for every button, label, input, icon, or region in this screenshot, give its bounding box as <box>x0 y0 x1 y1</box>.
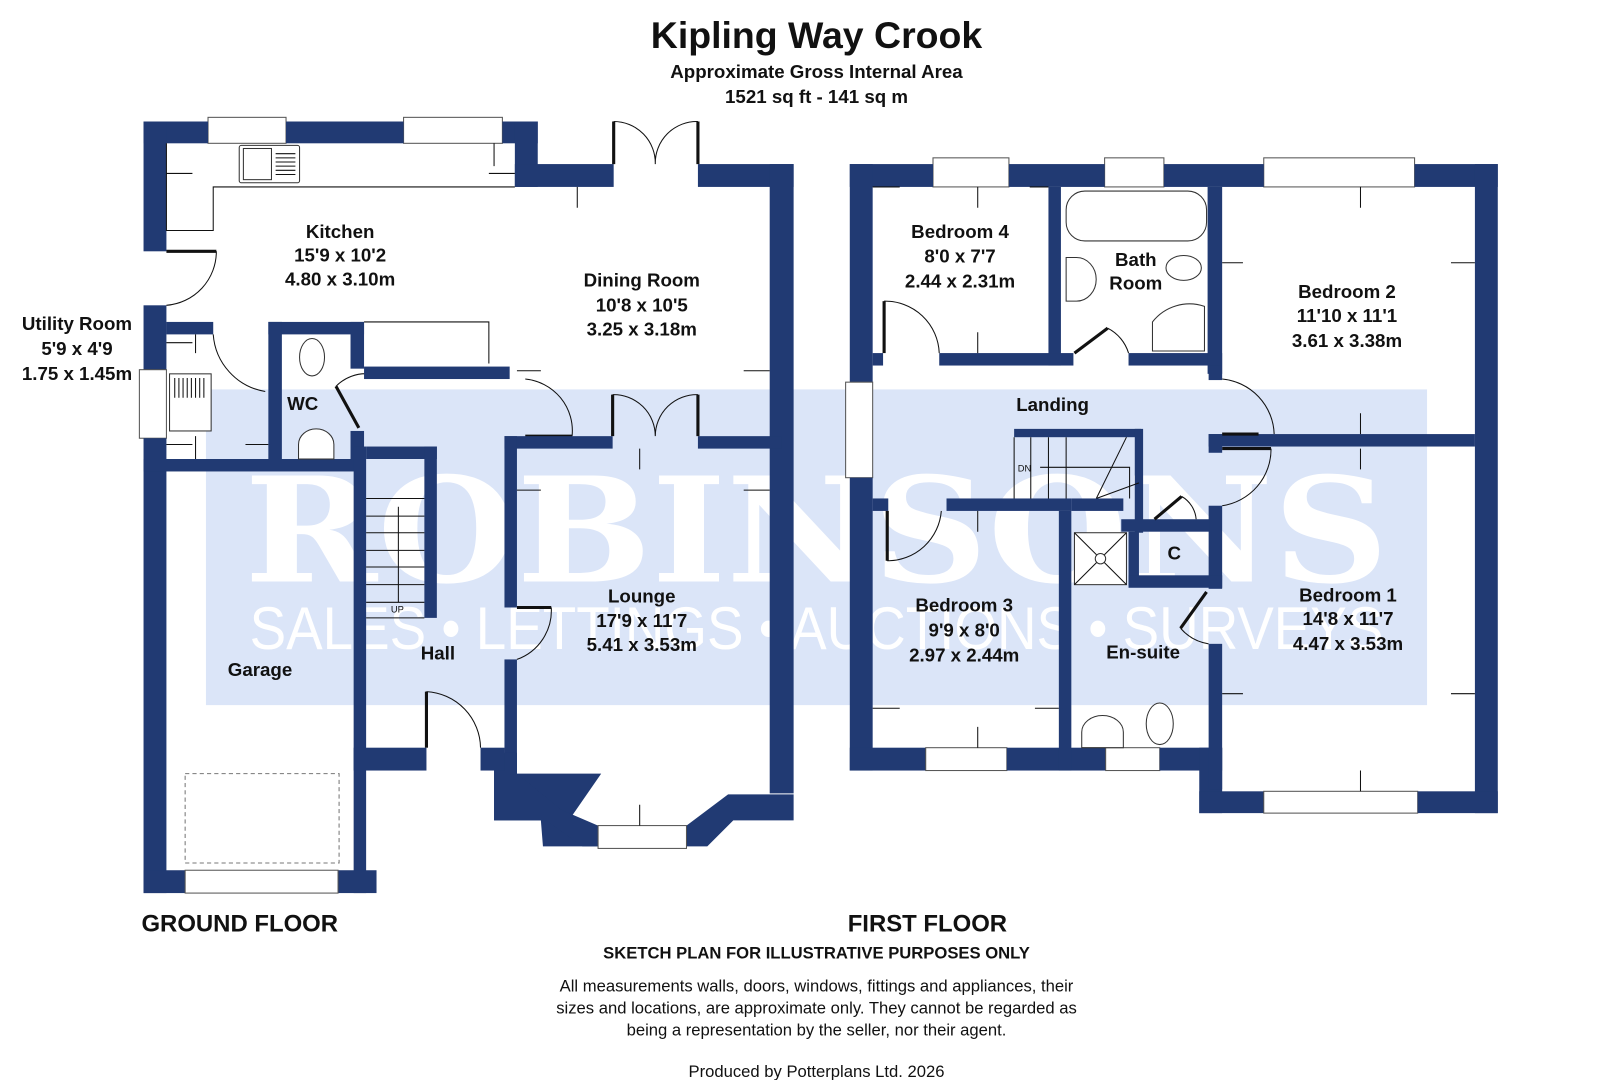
page-title: Kipling Way Crook <box>651 14 983 56</box>
page-subtitle: Approximate Gross Internal Area <box>670 61 963 82</box>
room-landing: Landing <box>1016 394 1089 415</box>
ground-floor-plan: UP <box>138 116 794 894</box>
window <box>1263 790 1419 814</box>
window <box>845 381 874 479</box>
svg-text:2.97 x 2.44m: 2.97 x 2.44m <box>909 645 1019 666</box>
svg-text:15'9 x 10'2: 15'9 x 10'2 <box>294 245 386 266</box>
shower-icon <box>1151 303 1205 352</box>
svg-text:Bath: Bath <box>1115 249 1157 270</box>
sketch-note: SKETCH PLAN FOR ILLUSTRATIVE PURPOSES ON… <box>603 944 1030 963</box>
window <box>403 116 503 144</box>
window <box>597 825 688 849</box>
window <box>1263 157 1416 188</box>
toilet-icon <box>1145 702 1174 746</box>
svg-text:Bedroom 1: Bedroom 1 <box>1299 584 1397 605</box>
svg-text:10'8 x 10'5: 10'8 x 10'5 <box>596 295 688 316</box>
room-bathroom: Bath Room <box>1109 249 1162 294</box>
first-floor-plan: DN <box>845 157 1498 814</box>
svg-text:Lounge: Lounge <box>608 585 676 606</box>
room-bedroom-4: Bedroom 4 8'0 x 7'7 2.44 x 2.31m <box>905 221 1015 292</box>
svg-text:Bedroom 2: Bedroom 2 <box>1298 281 1396 302</box>
garage-door <box>184 869 339 894</box>
svg-text:5'9 x 4'9: 5'9 x 4'9 <box>41 338 112 359</box>
svg-text:5.41 x 3.53m: 5.41 x 3.53m <box>587 634 697 655</box>
svg-text:3.61 x 3.38m: 3.61 x 3.38m <box>1292 330 1402 351</box>
ground-floor-label: GROUND FLOOR <box>141 911 338 938</box>
window <box>932 157 1010 188</box>
disclaimer-line-3: being a representation by the seller, no… <box>627 1020 1007 1039</box>
room-wc: WC <box>287 393 318 414</box>
basin-icon <box>297 428 335 460</box>
room-kitchen: Kitchen 15'9 x 10'2 4.80 x 3.10m <box>285 221 395 290</box>
svg-text:14'8 x 11'7: 14'8 x 11'7 <box>1302 608 1393 629</box>
svg-text:8'0 x 7'7: 8'0 x 7'7 <box>924 246 995 267</box>
basin-icon <box>1065 257 1097 302</box>
stairs-down: DN <box>1013 436 1140 499</box>
toilet-icon <box>1165 254 1202 281</box>
produced-by: Produced by Potterplans Ltd. 2026 <box>689 1062 945 1080</box>
utility-sink-icon <box>169 373 212 432</box>
toilet-icon <box>299 338 326 377</box>
gross-area: 1521 sq ft - 141 sq m <box>725 86 908 107</box>
disclaimer-line-2: sizes and locations, are approximate onl… <box>556 999 1077 1018</box>
dimension-arrows <box>166 143 1475 826</box>
watermark-tagline: SALES • LETTINGS • AUCTIONS • SURVEYS <box>250 594 1384 662</box>
room-bedroom-1: Bedroom 1 14'8 x 11'7 4.47 x 3.53m <box>1293 584 1403 654</box>
room-hall: Hall <box>421 642 455 663</box>
window <box>925 747 1008 772</box>
basin-icon <box>1081 714 1124 749</box>
svg-text:Dining Room: Dining Room <box>584 270 700 291</box>
room-bedroom-2: Bedroom 2 11'10 x 11'1 3.61 x 3.38m <box>1292 281 1402 351</box>
room-en-suite: En-suite <box>1106 641 1180 662</box>
window <box>1105 747 1161 772</box>
svg-text:Bedroom 4: Bedroom 4 <box>911 221 1009 242</box>
svg-text:DN: DN <box>1018 463 1032 473</box>
svg-text:1.75 x 1.45m: 1.75 x 1.45m <box>22 363 132 384</box>
room-garage: Garage <box>228 659 292 680</box>
svg-text:Utility Room: Utility Room <box>22 313 132 334</box>
svg-text:9'9 x 8'0: 9'9 x 8'0 <box>929 620 1000 641</box>
disclaimer-line-1: All measurements walls, doors, windows, … <box>560 977 1074 996</box>
svg-text:17'9 x 11'7: 17'9 x 11'7 <box>596 610 687 631</box>
window <box>207 116 287 144</box>
svg-text:11'10 x 11'1: 11'10 x 11'1 <box>1297 305 1397 326</box>
svg-text:Room: Room <box>1109 273 1162 294</box>
room-utility: Utility Room 5'9 x 4'9 1.75 x 1.45m <box>22 313 132 384</box>
room-lounge: Lounge 17'9 x 11'7 5.41 x 3.53m <box>587 585 697 655</box>
room-dining: Dining Room 10'8 x 10'5 3.25 x 3.18m <box>584 270 700 340</box>
svg-text:4.47 x 3.53m: 4.47 x 3.53m <box>1293 633 1403 654</box>
window <box>1104 157 1165 188</box>
svg-text:Bedroom 3: Bedroom 3 <box>915 595 1013 616</box>
svg-text:UP: UP <box>391 605 404 615</box>
room-bedroom-3: Bedroom 3 9'9 x 8'0 2.97 x 2.44m <box>909 595 1019 666</box>
svg-text:Kitchen: Kitchen <box>306 221 375 242</box>
svg-text:4.80 x 3.10m: 4.80 x 3.10m <box>285 269 395 290</box>
window <box>138 369 167 439</box>
stairs-up: UP <box>366 497 425 619</box>
first-floor-label: FIRST FLOOR <box>848 911 1007 938</box>
svg-text:2.44 x 2.31m: 2.44 x 2.31m <box>905 271 1015 292</box>
svg-text:3.25 x 3.18m: 3.25 x 3.18m <box>587 318 697 339</box>
bath-icon <box>1065 190 1208 242</box>
room-cupboard: C <box>1168 543 1182 564</box>
